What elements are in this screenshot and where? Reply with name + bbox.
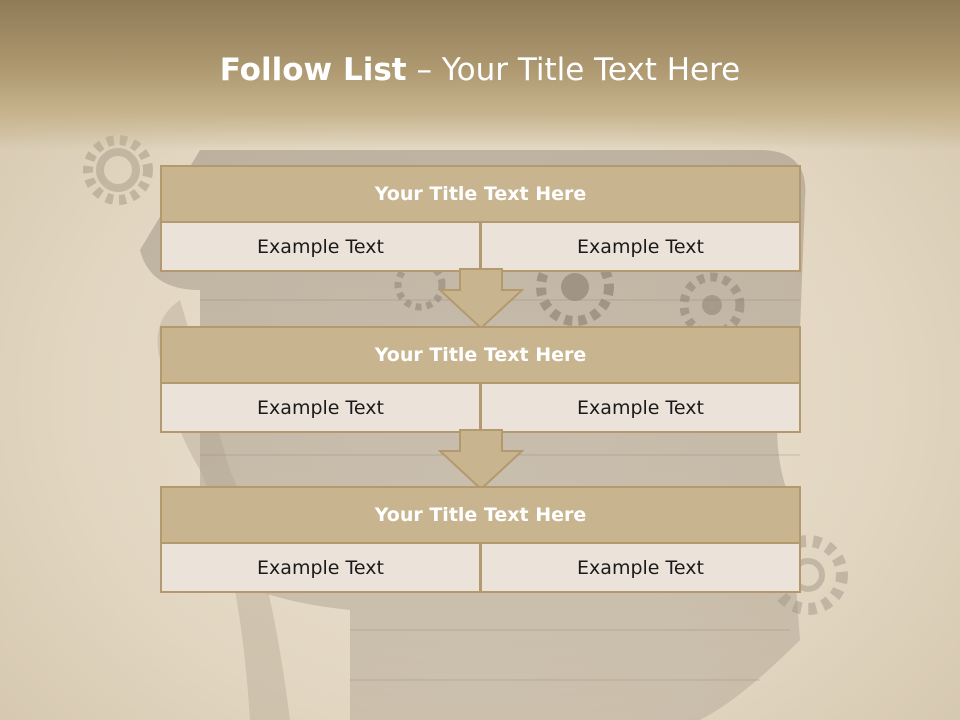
down-arrow-icon — [438, 268, 524, 330]
step-title: Your Title Text Here — [160, 486, 801, 544]
follow-step-1: Your Title Text Here Example Text Exampl… — [160, 165, 801, 272]
step-title: Your Title Text Here — [160, 326, 801, 384]
step-cell-left: Example Text — [160, 221, 481, 272]
step-cell-left: Example Text — [160, 542, 481, 593]
step-cell-right: Example Text — [480, 221, 801, 272]
step-cell-right: Example Text — [480, 542, 801, 593]
step-title: Your Title Text Here — [160, 165, 801, 223]
down-arrow-icon — [438, 429, 524, 491]
step-cell-left: Example Text — [160, 382, 481, 433]
gear-icon-top-left — [83, 135, 153, 205]
follow-step-3: Your Title Text Here Example Text Exampl… — [160, 486, 801, 593]
title-rest: – Your Title Text Here — [406, 52, 741, 88]
step-cell-right: Example Text — [480, 382, 801, 433]
follow-step-2: Your Title Text Here Example Text Exampl… — [160, 326, 801, 433]
page-title: Follow List – Your Title Text Here — [0, 52, 960, 88]
title-bold: Follow List — [219, 52, 407, 88]
title-bar: Follow List – Your Title Text Here — [0, 0, 960, 150]
